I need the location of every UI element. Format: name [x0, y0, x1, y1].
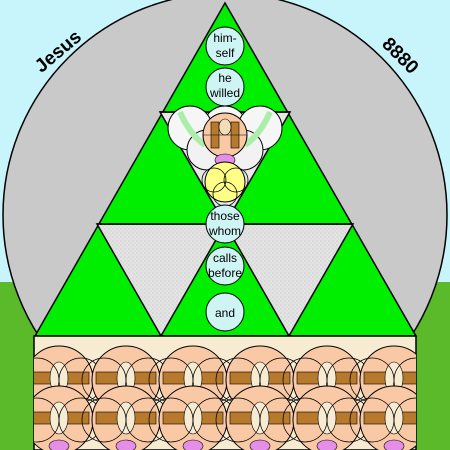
word-circle-1: him- self [205, 26, 245, 66]
tile-lilac-petal [316, 439, 338, 450]
word-circle-1-line-1: him- [213, 31, 236, 45]
word-circle-2-line-1: he [218, 71, 232, 85]
tile-lilac-petal [249, 439, 271, 450]
word-circle-4: calls before [205, 246, 245, 286]
tile-arc [393, 357, 416, 403]
word-circle-1-line-2: self [216, 46, 235, 60]
tile-lilac-petal [115, 439, 137, 450]
central-rosette [167, 105, 283, 207]
tile-arc [393, 397, 416, 443]
tile-lilac-petal [383, 439, 405, 450]
word-circle-3-line-1: those [210, 209, 240, 223]
word-circle-3: those whom [205, 204, 245, 244]
word-circle-4-line-2: before [208, 266, 242, 280]
word-circle-3-line-2: whom [208, 224, 241, 238]
word-circle-5: and [205, 292, 245, 332]
word-circle-5-line-1: and [215, 306, 235, 320]
tile-lilac-petal [182, 439, 204, 450]
word-circle-4-line-1: calls [213, 251, 237, 265]
word-circle-2: he willed [205, 67, 245, 107]
word-circle-2-line-2: willed [209, 86, 240, 100]
tile-lilac-petal [48, 439, 70, 450]
bottom-tile-pattern [33, 335, 417, 450]
